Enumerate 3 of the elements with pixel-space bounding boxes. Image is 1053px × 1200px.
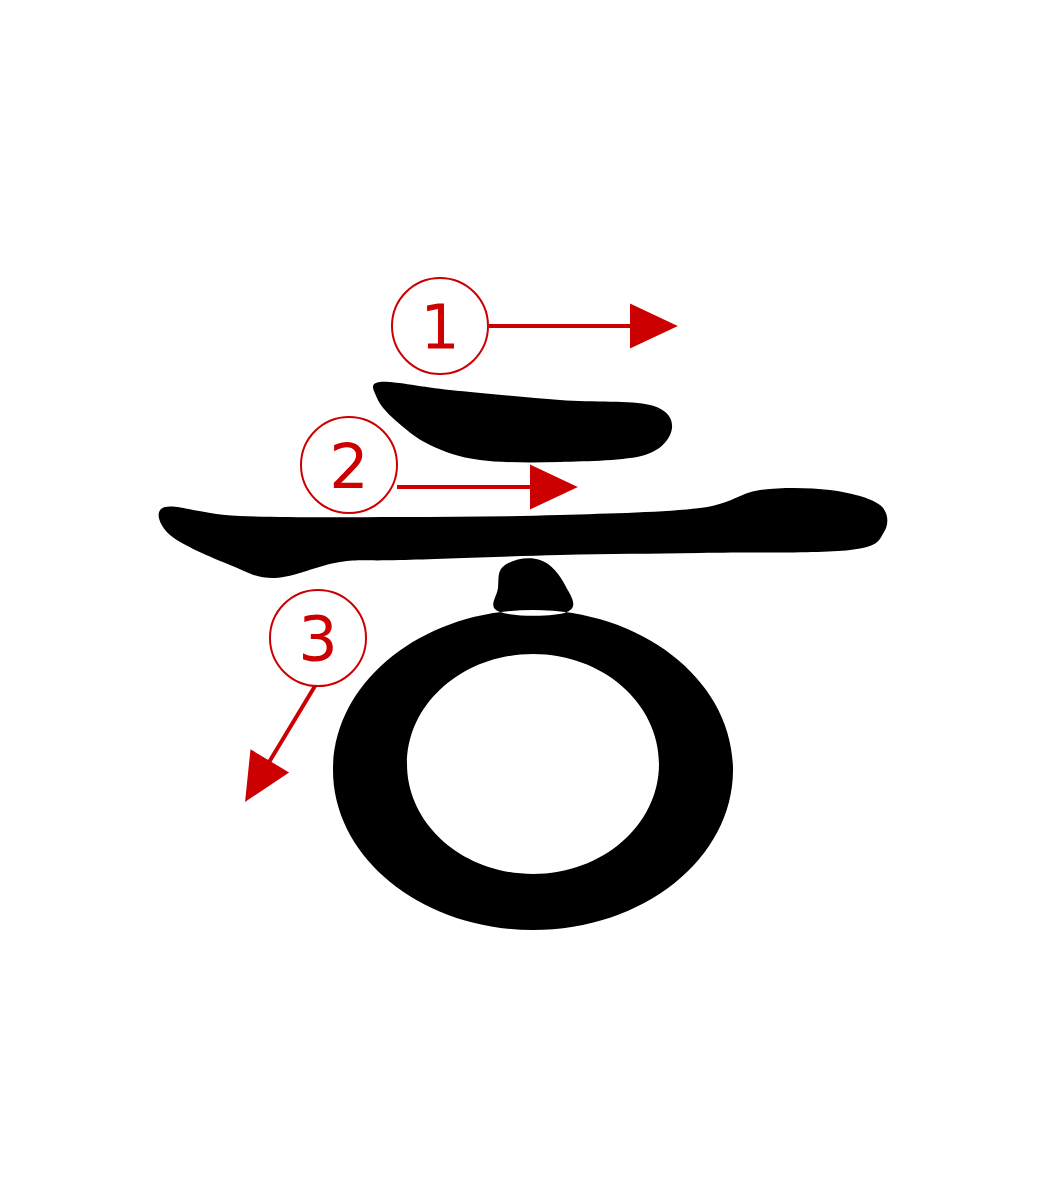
circled-number: 3 — [269, 589, 367, 687]
circled-number: 1 — [391, 277, 489, 375]
circled-number: 2 — [300, 416, 398, 514]
